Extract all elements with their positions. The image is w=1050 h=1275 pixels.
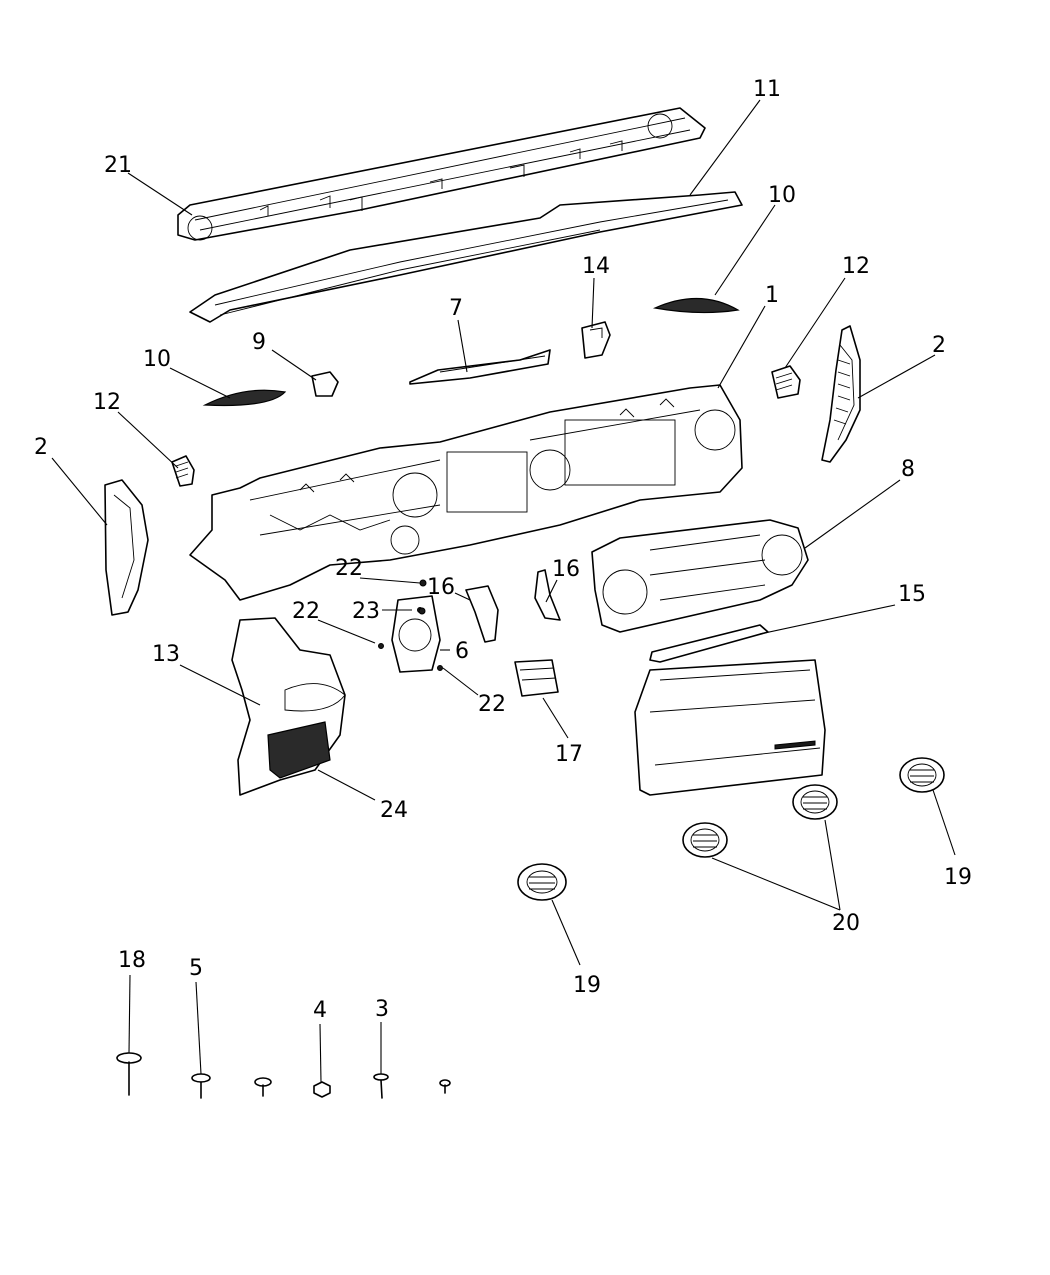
fastener-unlabeled-a — [254, 1077, 272, 1097]
part-21-upper-frame — [177, 107, 706, 241]
callout-labels: 11 21 10 14 1 12 7 10 9 2 12 2 8 22 16 1… — [34, 77, 972, 1023]
part-15-trim-strip — [649, 624, 769, 663]
part-16-left-bracket — [465, 585, 499, 643]
part-17-switch-bank — [514, 659, 559, 697]
callout-22: 22 — [335, 556, 363, 581]
callout-18: 18 — [118, 948, 146, 973]
part-2-left-end-cap — [104, 479, 149, 616]
part-19-air-outlet-left — [517, 863, 567, 901]
callout-16: 16 — [552, 557, 580, 582]
callout-6: 6 — [455, 639, 469, 664]
callout-13: 13 — [152, 642, 180, 667]
fastener-4 — [313, 1081, 331, 1098]
part-8-cluster-bezel — [591, 519, 809, 633]
callout-14: 14 — [582, 254, 610, 279]
part-10-right-speaker-grille — [652, 297, 740, 314]
callout-24: 24 — [380, 798, 408, 823]
part-13-lower-panel — [231, 617, 346, 796]
fastener-5 — [191, 1073, 211, 1099]
leader-lines — [51, 99, 956, 1083]
callout-9: 9 — [252, 330, 266, 355]
callout-10: 10 — [768, 183, 796, 208]
part-20-air-outlet-a — [792, 784, 838, 820]
part-7-duct — [409, 349, 551, 385]
part-6-mounting-bracket — [378, 595, 443, 673]
callout-5: 5 — [189, 956, 203, 981]
callout-22: 22 — [292, 599, 320, 624]
part-1-instrument-panel-carrier — [189, 384, 743, 601]
part-12-right-vent — [771, 365, 801, 399]
callout-12: 12 — [93, 390, 121, 415]
part-16-right-bracket — [534, 569, 561, 621]
callout-2: 2 — [932, 333, 946, 358]
callout-22: 22 — [478, 692, 506, 717]
fastener-23 — [418, 607, 426, 615]
fastener-22-upper — [419, 579, 427, 587]
callout-19: 19 — [944, 865, 972, 890]
callout-11: 11 — [753, 77, 781, 102]
callout-8: 8 — [901, 457, 915, 482]
fastener-3 — [373, 1073, 389, 1099]
callout-15: 15 — [898, 582, 926, 607]
callout-2: 2 — [34, 435, 48, 460]
part-12-left-vent — [171, 455, 195, 487]
callout-12: 12 — [842, 254, 870, 279]
glove-box-assembly — [634, 659, 826, 796]
callout-19: 19 — [573, 973, 601, 998]
callout-20: 20 — [832, 911, 860, 936]
part-9-clip — [311, 371, 339, 397]
callout-23: 23 — [352, 599, 380, 624]
part-19-air-outlet-right — [899, 757, 945, 793]
callout-4: 4 — [313, 998, 327, 1023]
part-14-bracket — [581, 321, 611, 359]
callout-17: 17 — [555, 742, 583, 767]
callout-16: 16 — [427, 575, 455, 600]
part-11-dash-trim — [189, 191, 743, 323]
part-2-right-end-cap — [821, 325, 861, 463]
callout-7: 7 — [449, 296, 463, 321]
fastener-unlabeled-b — [439, 1079, 451, 1094]
part-10-left-speaker-grille — [202, 389, 287, 407]
fastener-18 — [116, 1052, 142, 1096]
callout-10: 10 — [143, 347, 171, 372]
callout-1: 1 — [765, 283, 779, 308]
part-20-air-outlet-b — [682, 822, 728, 858]
callout-21: 21 — [104, 153, 132, 178]
callout-3: 3 — [375, 997, 389, 1022]
